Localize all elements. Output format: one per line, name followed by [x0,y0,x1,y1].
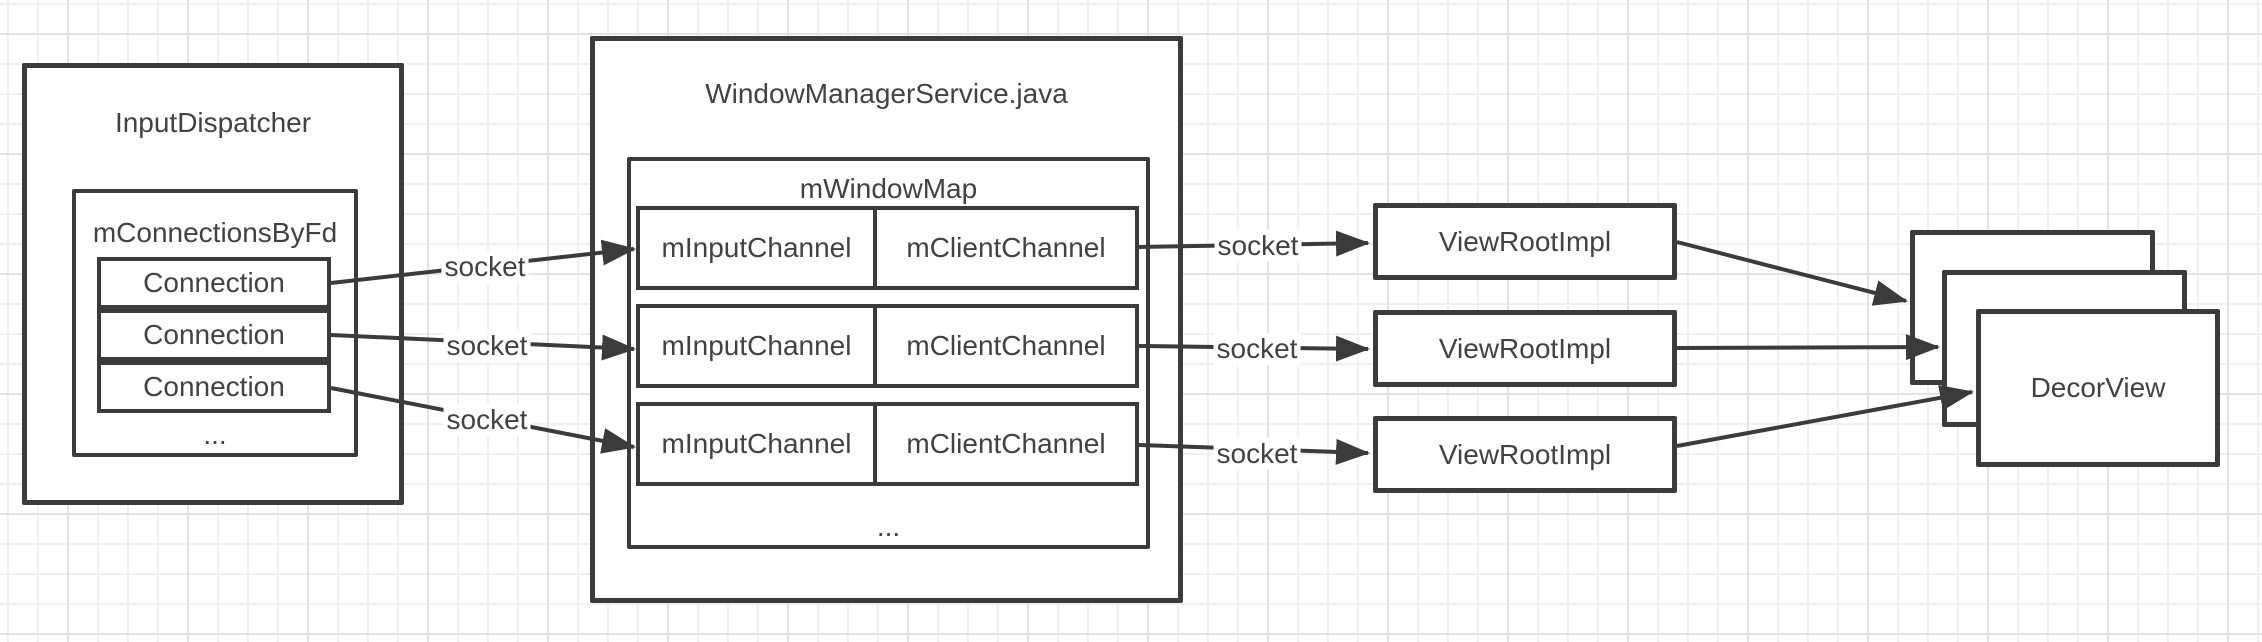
input-dispatcher-box: InputDispatcher mConnectionsByFd Connect… [22,63,404,505]
connection-label: Connection [143,371,285,402]
channel-row: mInputChannel mClientChannel [636,206,1139,290]
window-map-ellipsis: ... [876,511,901,542]
socket-label: socket [441,251,529,283]
socket-label: socket [443,404,531,436]
connection-row: Connection [97,309,331,361]
view-root-impl-label: ViewRootImpl [1438,225,1612,257]
viewroot-to-decorview-arrow-2 [1676,334,1940,361]
connections-ellipsis: ... [203,419,227,450]
input-channel-cell: mInputChannel [640,210,877,286]
channel-row: mInputChannel mClientChannel [636,304,1139,388]
connections-by-fd-box: mConnectionsByFd Connection Connection C… [72,189,358,457]
socket-label: socket [1214,230,1302,262]
input-channel-cell: mInputChannel [640,406,877,482]
input-channel-cell: mInputChannel [640,308,877,384]
view-root-impl-box: ViewRootImpl [1373,310,1677,387]
connection-row: Connection [97,361,331,413]
input-channel-label: mInputChannel [661,428,852,459]
connection-row: Connection [97,257,331,309]
input-channel-label: mInputChannel [661,232,852,263]
channel-row: mInputChannel mClientChannel [636,402,1139,486]
window-manager-service-title: WindowManagerService.java [705,78,1068,109]
socket-label: socket [1213,333,1301,365]
client-channel-label: mClientChannel [906,428,1106,459]
view-root-impl-label: ViewRootImpl [1438,438,1612,470]
viewroot-to-decorview-arrow-1 [1676,240,1908,306]
window-map-box: mWindowMap mInputChannel mClientChannel … [627,157,1150,549]
client-channel-label: mClientChannel [906,232,1106,263]
connection-label: Connection [143,319,285,350]
window-map-title: mWindowMap [799,173,978,204]
decor-view-box: DecorView [1976,309,2220,467]
input-dispatcher-title: InputDispatcher [114,107,312,138]
client-channel-cell: mClientChannel [877,406,1135,482]
client-channel-cell: mClientChannel [877,308,1135,384]
viewroot-to-decorview-arrow-3 [1676,384,1974,448]
view-root-impl-box: ViewRootImpl [1373,203,1677,280]
client-channel-label: mClientChannel [906,330,1106,361]
view-root-impl-box: ViewRootImpl [1373,416,1677,493]
client-channel-cell: mClientChannel [877,210,1135,286]
socket-label: socket [443,330,531,362]
connections-by-fd-title: mConnectionsByFd [92,217,338,248]
view-root-impl-label: ViewRootImpl [1438,332,1612,364]
socket-label: socket [1213,438,1301,470]
decor-view-label: DecorView [2030,372,2166,403]
input-channel-label: mInputChannel [661,330,852,361]
connection-label: Connection [143,267,285,298]
window-manager-service-box: WindowManagerService.java mWindowMap mIn… [590,36,1183,603]
